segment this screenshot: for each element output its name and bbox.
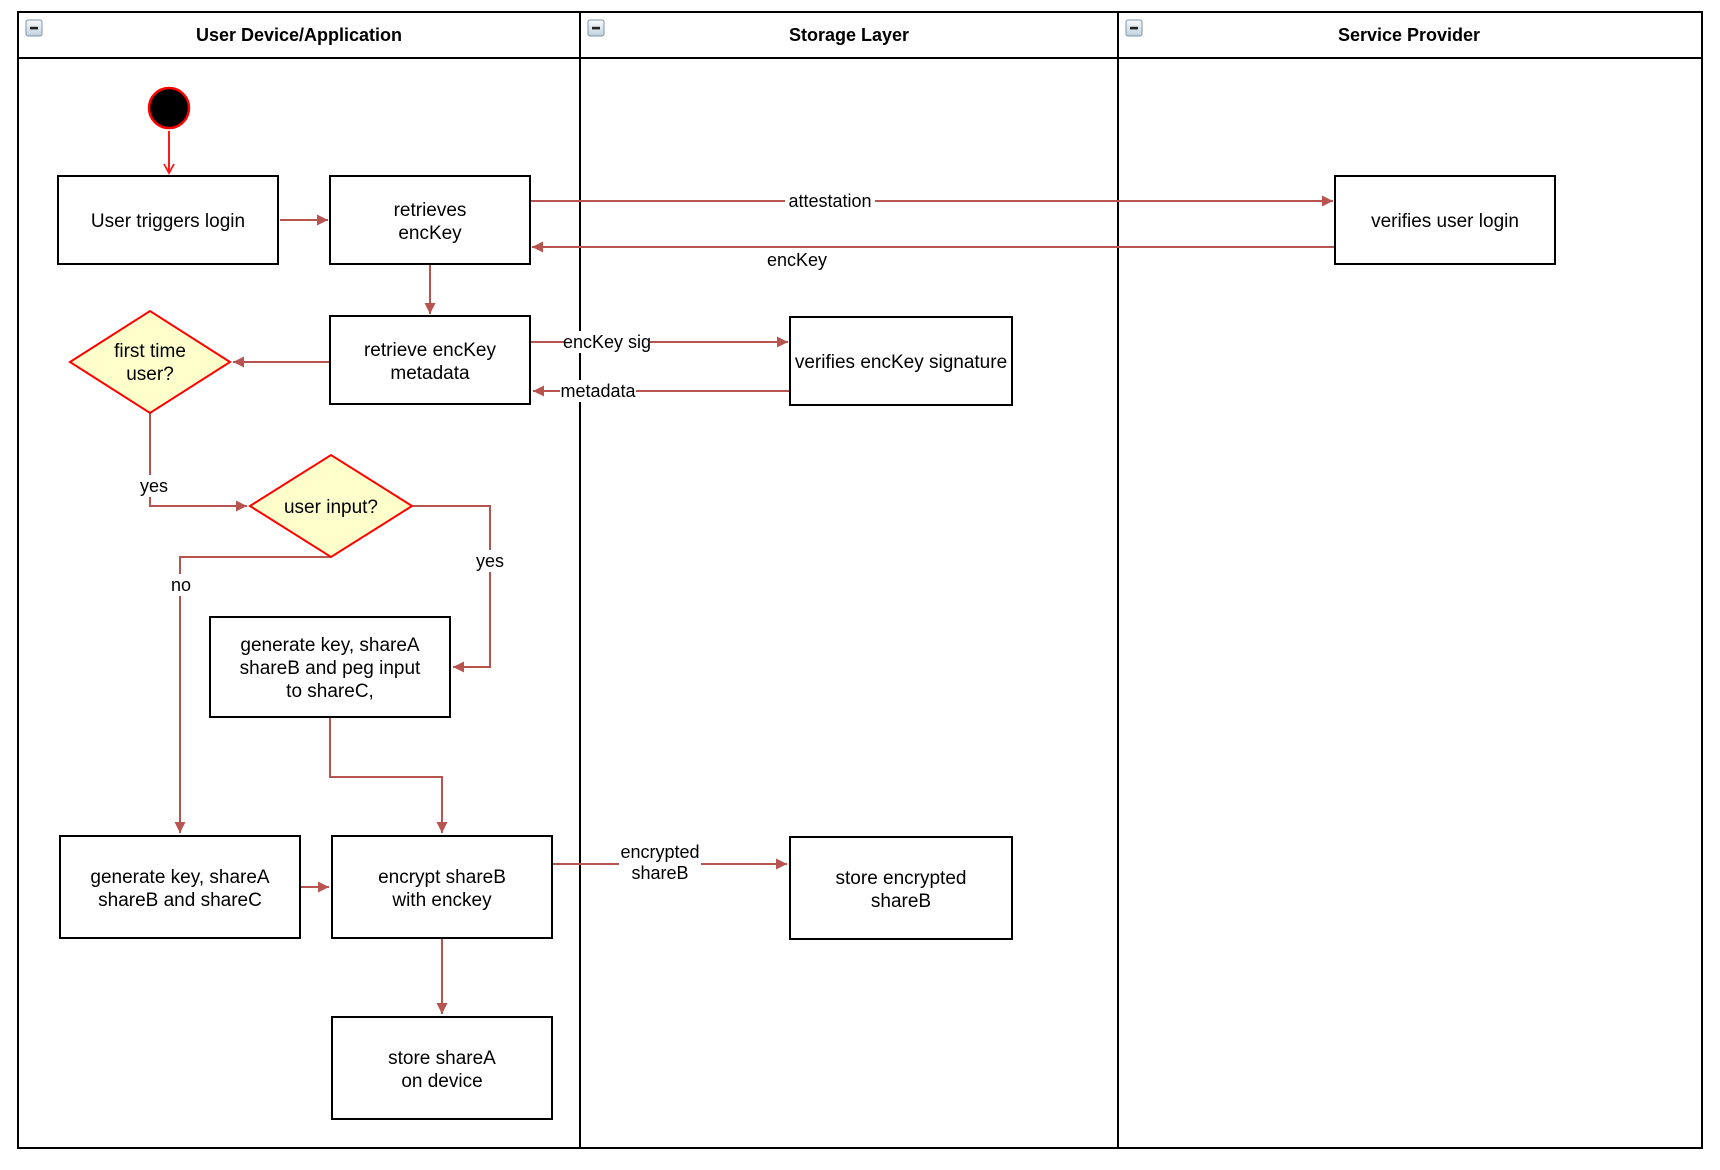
svg-text:store encrypted: store encrypted bbox=[836, 868, 967, 889]
svg-text:encKey sig: encKey sig bbox=[563, 332, 651, 352]
node-first-time-user-decision[interactable]: first time user? bbox=[68, 309, 232, 415]
pool-border bbox=[17, 11, 1703, 1149]
edge-label-encrypted-shareb: encrypted shareB bbox=[619, 841, 701, 884]
lane-title-user-device: User Device/Application bbox=[196, 25, 402, 45]
svg-text:first time: first time bbox=[114, 341, 186, 362]
svg-text:metadata: metadata bbox=[390, 363, 470, 384]
node-encrypt-shareb[interactable]: encrypt shareB with enckey bbox=[331, 835, 553, 939]
svg-text:no: no bbox=[171, 575, 191, 595]
node-user-triggers-login[interactable]: User triggers login bbox=[57, 175, 279, 265]
svg-text:shareB and shareC: shareB and shareC bbox=[98, 890, 262, 911]
svg-text:encrypt shareB: encrypt shareB bbox=[378, 867, 506, 888]
edge-firsttime-yes bbox=[149, 413, 247, 512]
svg-text:verifies user login: verifies user login bbox=[1371, 211, 1519, 232]
node-verifies-enckey-signature[interactable]: verifies encKey signature bbox=[789, 316, 1013, 406]
lane-title-service-provider: Service Provider bbox=[1338, 25, 1480, 45]
lane-header-user-device: User Device/Application bbox=[25, 19, 402, 45]
svg-text:retrieve encKey: retrieve encKey bbox=[364, 340, 497, 361]
svg-text:user input?: user input? bbox=[284, 497, 378, 518]
svg-text:store shareA: store shareA bbox=[388, 1048, 496, 1069]
svg-text:attestation: attestation bbox=[788, 191, 871, 211]
edge-peginput-to-encrypt bbox=[329, 717, 448, 833]
edge-label-attestation: attestation bbox=[785, 190, 875, 212]
edge-userinput-no bbox=[174, 556, 331, 833]
node-start-state[interactable] bbox=[147, 86, 191, 130]
edge-label-enckey-sig: encKey sig bbox=[563, 331, 651, 353]
svg-text:shareB and peg input: shareB and peg input bbox=[240, 658, 421, 679]
node-generate-key-peg-input[interactable]: generate key, shareA shareB and peg inpu… bbox=[209, 616, 451, 718]
svg-text:verifies encKey signature: verifies encKey signature bbox=[795, 352, 1007, 373]
node-store-sharea[interactable]: store shareA on device bbox=[331, 1016, 553, 1120]
collapse-icon[interactable] bbox=[25, 19, 43, 37]
edge-label-metadata: metadata bbox=[560, 380, 637, 402]
svg-text:shareB: shareB bbox=[631, 863, 688, 883]
edge-label-userinput-no: no bbox=[167, 574, 196, 596]
collapse-icon[interactable] bbox=[587, 19, 605, 37]
edge-userinput-yes bbox=[412, 505, 491, 673]
node-generate-key-shares[interactable]: generate key, shareA shareB and shareC bbox=[59, 835, 301, 939]
svg-text:generate key, shareA: generate key, shareA bbox=[240, 635, 420, 656]
svg-text:on device: on device bbox=[401, 1071, 482, 1092]
node-retrieves-enckey[interactable]: retrieves encKey bbox=[329, 175, 531, 265]
lane-title-storage-layer: Storage Layer bbox=[789, 25, 909, 45]
svg-text:to shareC,: to shareC, bbox=[286, 681, 374, 702]
lane-header-storage-layer: Storage Layer bbox=[587, 19, 909, 45]
svg-text:retrieves: retrieves bbox=[394, 200, 467, 221]
svg-text:user?: user? bbox=[126, 364, 174, 385]
svg-text:encrypted: encrypted bbox=[620, 842, 699, 862]
node-verifies-user-login[interactable]: verifies user login bbox=[1334, 175, 1556, 265]
edge-label-firsttime-yes: yes bbox=[138, 475, 170, 497]
svg-text:generate key, shareA: generate key, shareA bbox=[90, 867, 270, 888]
svg-text:shareB: shareB bbox=[871, 891, 931, 912]
node-user-input-decision[interactable]: user input? bbox=[248, 453, 414, 559]
lane-header-service-provider: Service Provider bbox=[1125, 19, 1480, 45]
svg-text:User triggers login: User triggers login bbox=[91, 211, 245, 232]
svg-text:encKey: encKey bbox=[398, 223, 462, 244]
edge-label-userinput-yes: yes bbox=[474, 550, 506, 572]
edge-label-enckey: encKey bbox=[767, 250, 827, 270]
svg-text:yes: yes bbox=[140, 476, 168, 496]
svg-text:yes: yes bbox=[476, 551, 504, 571]
svg-text:metadata: metadata bbox=[560, 381, 636, 401]
svg-text:with enckey: with enckey bbox=[391, 890, 492, 911]
node-retrieve-enckey-metadata[interactable]: retrieve encKey metadata bbox=[329, 315, 531, 405]
edge-labels: attestation encKey encKey sig metadata e… bbox=[138, 190, 875, 884]
collapse-icon[interactable] bbox=[1125, 19, 1143, 37]
node-store-encrypted-shareb[interactable]: store encrypted shareB bbox=[789, 836, 1013, 940]
